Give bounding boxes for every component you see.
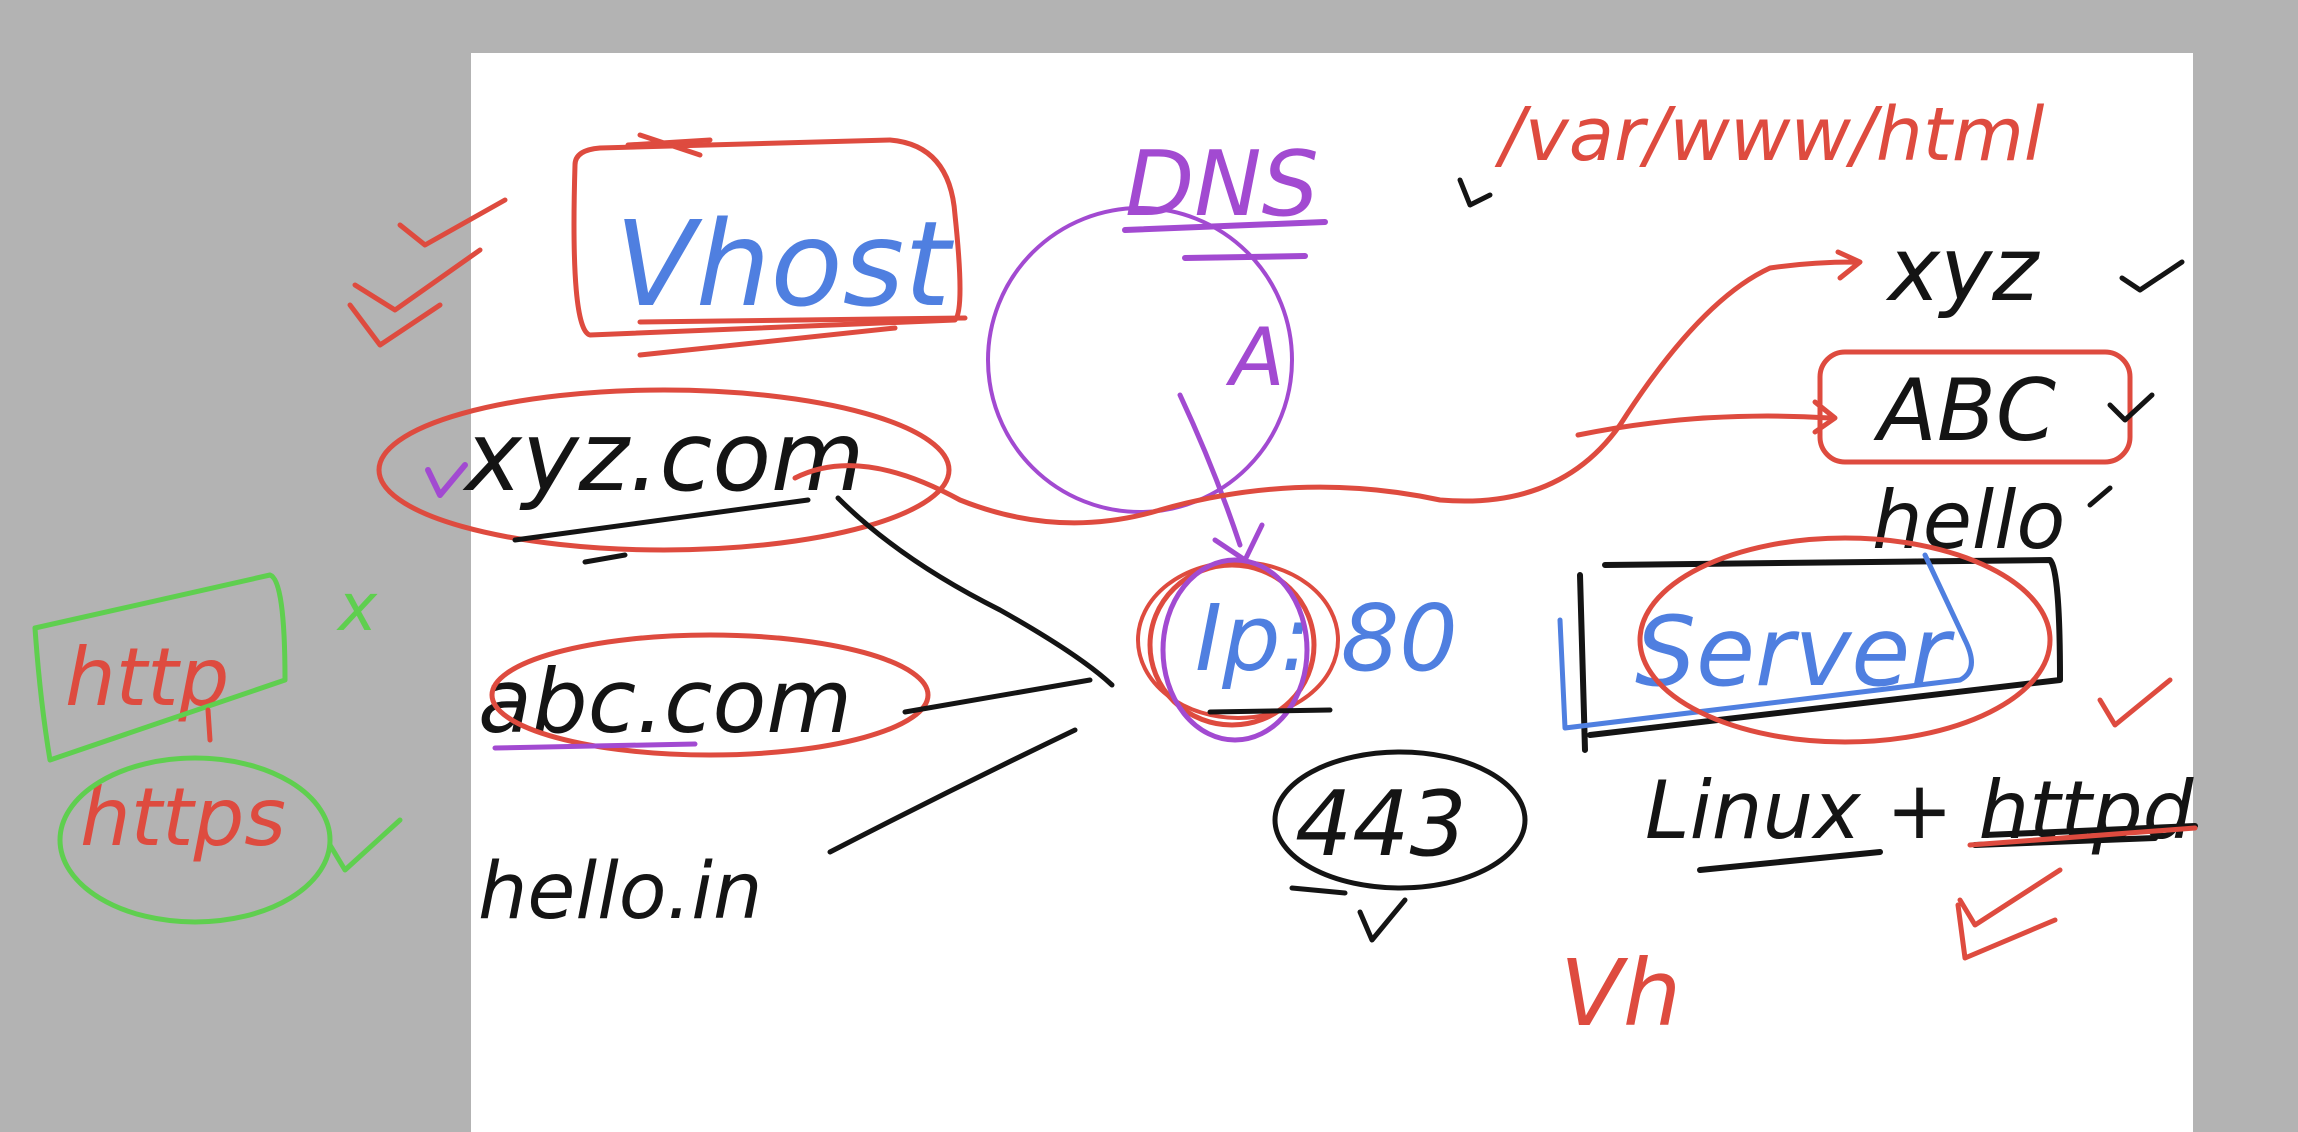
ip-underline	[1207, 707, 1333, 715]
https-label: https	[80, 771, 286, 864]
abc-underline	[492, 741, 698, 751]
checkmark-icon	[347, 197, 508, 348]
folder-hello-label: hello	[1872, 474, 2065, 567]
linux-underline-red	[1967, 825, 2198, 848]
abc-to-ip-line	[902, 677, 1093, 715]
domain-abc-label: abc.com	[478, 650, 852, 753]
vhost-box	[571, 137, 963, 338]
ip-circle-red	[1147, 562, 1317, 728]
vhost-underline	[637, 315, 968, 358]
http-https-connector	[205, 707, 213, 743]
server-label: Server	[1635, 596, 1955, 708]
abc-arrow	[1575, 399, 1838, 438]
xyz-to-folder-arrow	[792, 249, 1863, 526]
port-ellipse	[1272, 749, 1528, 891]
xyz-ellipse	[376, 387, 952, 553]
https-ellipse	[57, 755, 333, 925]
check-path-icon	[1457, 177, 1493, 208]
dns-underline	[1122, 219, 1328, 261]
cross-mark: x	[336, 569, 378, 646]
http-label: http	[65, 631, 229, 724]
server-box-black	[1577, 557, 2063, 753]
check-linux-icon	[1955, 867, 2063, 961]
vhost-label: Vhost	[615, 195, 954, 333]
linux-label: Linux + httpd	[1645, 764, 2195, 857]
vh-label: Vh	[1560, 940, 1681, 1047]
http-box	[32, 572, 288, 763]
domain-xyz-label: xyz.com	[462, 401, 865, 513]
vhost-scribble	[625, 132, 713, 158]
xyz-underline	[512, 497, 811, 565]
xyz-to-ip-line	[835, 495, 1115, 688]
path-label: /var/www/html	[1494, 92, 2045, 178]
purple-check-icon	[425, 462, 468, 498]
folder-abc-label: ABC	[1873, 361, 2056, 461]
server-ellipse	[1637, 535, 2053, 745]
check-xyz-icon	[2119, 259, 2185, 293]
whiteboard-page	[471, 53, 2193, 1132]
check-abc-icon	[2107, 392, 2155, 423]
domain-hello-label: hello.in	[478, 847, 762, 937]
hello-to-ip-line	[827, 727, 1078, 855]
folder-xyz-label: xyz	[1885, 218, 2040, 321]
dns-label: DNS	[1125, 132, 1319, 237]
dns-circle	[986, 206, 1294, 514]
port-label: 443	[1295, 772, 1467, 877]
server-box-blue	[1557, 552, 1974, 731]
a-record-label: A	[1225, 311, 1285, 404]
check-server-icon	[2097, 677, 2173, 728]
https-check-icon	[327, 817, 403, 873]
abc-ellipse	[489, 632, 931, 758]
ip-circle-purple	[1160, 557, 1310, 743]
port-check-icon	[1289, 885, 1408, 943]
check-hello-icon	[2087, 485, 2113, 508]
